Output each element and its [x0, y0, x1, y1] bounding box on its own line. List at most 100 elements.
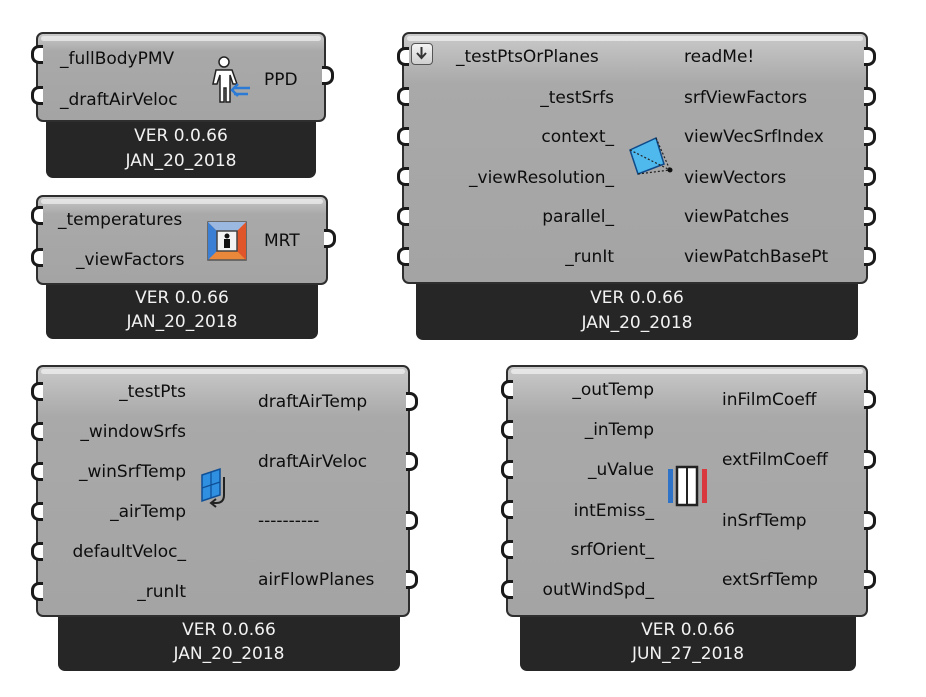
output-port[interactable]: [864, 511, 876, 530]
input-port[interactable]: [501, 420, 513, 439]
output-port[interactable]: [864, 247, 876, 266]
component-mrt[interactable]: _temperatures _viewFactors MRT VER 0.0.6…: [31, 195, 336, 339]
input-context: context_: [541, 127, 614, 147]
input-port[interactable]: [397, 47, 409, 66]
input-port[interactable]: [31, 382, 43, 401]
output-srfviewfactors: srfViewFactors: [684, 88, 808, 108]
output-mrt: MRT: [264, 231, 300, 251]
date-label: JUN_27_2018: [631, 644, 745, 664]
version-label: VER 0.0.66: [590, 288, 684, 308]
output-port[interactable]: [406, 511, 418, 530]
input-port[interactable]: [31, 502, 43, 521]
output-port[interactable]: [406, 392, 418, 411]
input-srforient: srfOrient_: [570, 540, 654, 560]
input-runit: _runIt: [565, 247, 614, 267]
arrow-down-icon: [416, 47, 427, 60]
input-port[interactable]: [31, 248, 43, 267]
output-port[interactable]: [864, 570, 876, 589]
component-body[interactable]: _testPtsOrPlanes _testSrfs context_ _vie…: [402, 32, 868, 284]
output-airflowplanes: airFlowPlanes: [258, 570, 375, 590]
input-port[interactable]: [501, 540, 513, 559]
person-draft-icon: [212, 56, 250, 103]
output-extsrftemp: extSrfTemp: [722, 570, 818, 590]
output-port[interactable]: [324, 229, 336, 248]
download-arrow-button[interactable]: [411, 43, 433, 65]
output-port[interactable]: [864, 47, 876, 66]
component-pmv-to-ppd[interactable]: _fullBodyPMV _draftAirVeloc PPD VER 0.0.…: [31, 32, 334, 178]
output-infilmcoeff: inFilmCoeff: [722, 390, 817, 410]
window-downdraft-icon: [201, 467, 225, 508]
output-port[interactable]: [864, 87, 876, 106]
input-viewresolution: _viewResolution_: [469, 168, 614, 188]
version-footer: VER 0.0.66 JAN_20_2018: [416, 280, 858, 340]
input-outwindspd: outWindSpd_: [542, 580, 654, 600]
input-outtemp: _outTemp: [572, 380, 654, 400]
output-insrftemp: inSrfTemp: [722, 511, 807, 531]
output-viewvecsrfindex: viewVecSrfIndex: [684, 127, 824, 147]
input-intemiss: intEmiss_: [573, 501, 654, 521]
input-port[interactable]: [397, 167, 409, 186]
version-footer: VER 0.0.66 JAN_20_2018: [46, 281, 318, 339]
input-port[interactable]: [31, 206, 43, 225]
input-uvalue: _uValue: [588, 460, 654, 480]
output-port[interactable]: [864, 390, 876, 409]
output-readme: readMe!: [684, 47, 755, 67]
input-defaultveloc: defaultVeloc_: [72, 542, 186, 562]
output-ppd: PPD: [264, 70, 298, 90]
output-port[interactable]: [406, 570, 418, 589]
input-port[interactable]: [31, 422, 43, 441]
input-parallel: parallel_: [542, 207, 614, 227]
date-label: JAN_20_2018: [126, 312, 238, 332]
component-body[interactable]: _temperatures _viewFactors MRT: [36, 195, 328, 285]
version-label: VER 0.0.66: [135, 288, 229, 308]
output-port[interactable]: [864, 450, 876, 469]
version-label: VER 0.0.66: [182, 620, 276, 640]
date-label: JAN_20_2018: [125, 151, 237, 171]
input-temperatures: _temperatures: [58, 210, 183, 230]
output-port[interactable]: [322, 66, 334, 85]
input-port[interactable]: [31, 45, 43, 64]
input-port[interactable]: [397, 127, 409, 146]
output-port[interactable]: [406, 452, 418, 471]
input-draftairveloc: _draftAirVeloc: [60, 90, 178, 110]
output-draftairveloc: draftAirVeloc: [258, 452, 368, 472]
component-body[interactable]: _fullBodyPMV _draftAirVeloc PPD: [36, 32, 326, 122]
version-footer: VER 0.0.66 JAN_20_2018: [46, 118, 316, 178]
input-port[interactable]: [501, 580, 513, 599]
output-viewpatchbasept: viewPatchBasePt: [684, 247, 829, 267]
input-testptsorplanes: _testPtsOrPlanes: [456, 47, 599, 67]
version-label: VER 0.0.66: [641, 620, 735, 640]
output-port[interactable]: [864, 207, 876, 226]
input-runit: _runIt: [137, 582, 186, 602]
input-port[interactable]: [31, 462, 43, 481]
input-testpts: _testPts: [119, 382, 186, 402]
component-body[interactable]: _outTemp _inTemp _uValue intEmiss_ srfOr…: [506, 365, 868, 617]
input-viewfactors: _viewFactors: [76, 250, 185, 270]
component-film-coefficient[interactable]: _outTemp _inTemp _uValue intEmiss_ srfOr…: [501, 365, 876, 671]
input-airtemp: _airTemp: [110, 502, 186, 522]
input-port[interactable]: [31, 582, 43, 601]
input-port[interactable]: [501, 500, 513, 519]
output-viewpatches: viewPatches: [684, 207, 790, 227]
view-factor-icon: [629, 136, 673, 175]
output-port[interactable]: [864, 167, 876, 186]
output-draftairtemp: draftAirTemp: [258, 392, 368, 412]
input-port[interactable]: [397, 207, 409, 226]
output-viewvectors: viewVectors: [684, 168, 787, 188]
input-port[interactable]: [397, 87, 409, 106]
mrt-room-icon: [207, 221, 247, 261]
output-port[interactable]: [864, 127, 876, 146]
input-port[interactable]: [501, 380, 513, 399]
input-fullbodypmv: _fullBodyPMV: [60, 49, 175, 69]
component-body[interactable]: _testPts _windowSrfs _winSrfTemp _airTem…: [36, 365, 410, 617]
input-testsrfs: _testSrfs: [540, 88, 614, 108]
component-window-downdraft[interactable]: _testPts _windowSrfs _winSrfTemp _airTem…: [31, 365, 418, 671]
input-winsrftemp: _winSrfTemp: [79, 462, 186, 482]
input-port[interactable]: [397, 247, 409, 266]
component-view-factors[interactable]: _testPtsOrPlanes _testSrfs context_ _vie…: [397, 32, 876, 340]
input-intemp: _inTemp: [584, 420, 654, 440]
version-footer: VER 0.0.66 JAN_20_2018: [58, 613, 400, 671]
input-port[interactable]: [501, 460, 513, 479]
input-port[interactable]: [31, 86, 43, 105]
input-port[interactable]: [31, 542, 43, 561]
